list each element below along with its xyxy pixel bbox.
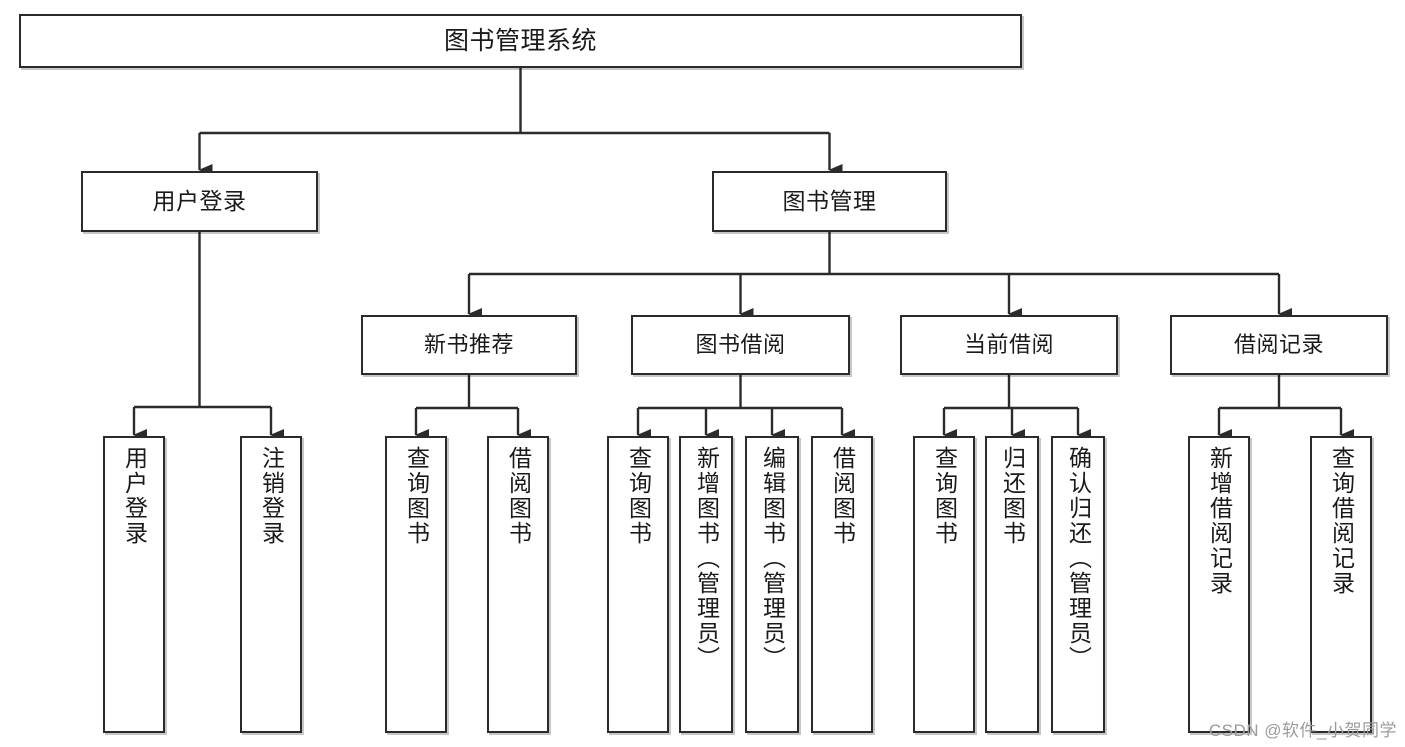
node-new-book-recommend[interactable]: 新书推荐	[361, 315, 577, 375]
node-user-login-label: 用户登录	[152, 187, 247, 214]
node-root[interactable]: 图书管理系统	[19, 14, 1022, 68]
node-current-borrow-label: 当前借阅	[963, 331, 1054, 357]
node-leaf-return-book[interactable]: 归还图书	[985, 436, 1039, 733]
node-borrow-record-label: 借阅记录	[1233, 331, 1324, 357]
node-leaf-query-book-2-label: 查询图书	[625, 446, 652, 546]
node-book-management[interactable]: 图书管理	[712, 171, 947, 232]
node-leaf-return-book-label: 归还图书	[999, 446, 1026, 546]
node-leaf-query-book-2[interactable]: 查询图书	[607, 436, 669, 733]
node-book-management-label: 图书管理	[782, 187, 877, 214]
node-book-borrow-label: 图书借阅	[695, 331, 786, 357]
node-leaf-user-login[interactable]: 用户登录	[103, 436, 165, 733]
node-leaf-logout-label: 注销登录	[258, 446, 285, 546]
node-leaf-confirm-return[interactable]: 确认归还（管理员）	[1051, 436, 1105, 733]
node-leaf-add-record-label: 新增借阅记录	[1206, 446, 1233, 596]
node-book-borrow[interactable]: 图书借阅	[631, 315, 850, 375]
node-leaf-logout[interactable]: 注销登录	[240, 436, 302, 733]
node-leaf-query-book-1-label: 查询图书	[403, 446, 430, 546]
node-root-label: 图书管理系统	[443, 27, 597, 55]
watermark: CSDN @软件_小贺同学	[1208, 721, 1397, 740]
node-borrow-record[interactable]: 借阅记录	[1170, 315, 1388, 375]
node-leaf-borrow-book-2[interactable]: 借阅图书	[811, 436, 873, 733]
node-new-book-recommend-label: 新书推荐	[423, 331, 514, 357]
node-leaf-confirm-return-label: 确认归还（管理员）	[1065, 446, 1092, 671]
node-user-login[interactable]: 用户登录	[81, 171, 318, 232]
node-leaf-add-book-label: 新增图书（管理员）	[693, 446, 720, 671]
node-leaf-edit-book-label: 编辑图书（管理员）	[759, 446, 786, 671]
node-leaf-add-book[interactable]: 新增图书（管理员）	[679, 436, 733, 733]
node-leaf-query-record-label: 查询借阅记录	[1328, 446, 1355, 596]
node-leaf-query-book-3-label: 查询图书	[931, 446, 958, 546]
node-leaf-borrow-book-1-label: 借阅图书	[505, 446, 532, 546]
node-leaf-borrow-book-1[interactable]: 借阅图书	[487, 436, 549, 733]
node-leaf-user-login-label: 用户登录	[121, 446, 148, 546]
node-leaf-borrow-book-2-label: 借阅图书	[829, 446, 856, 546]
node-leaf-add-record[interactable]: 新增借阅记录	[1188, 436, 1250, 733]
node-leaf-edit-book[interactable]: 编辑图书（管理员）	[745, 436, 799, 733]
node-current-borrow[interactable]: 当前借阅	[900, 315, 1118, 375]
node-leaf-query-record[interactable]: 查询借阅记录	[1310, 436, 1372, 733]
node-leaf-query-book-3[interactable]: 查询图书	[913, 436, 975, 733]
node-leaf-query-book-1[interactable]: 查询图书	[385, 436, 447, 733]
